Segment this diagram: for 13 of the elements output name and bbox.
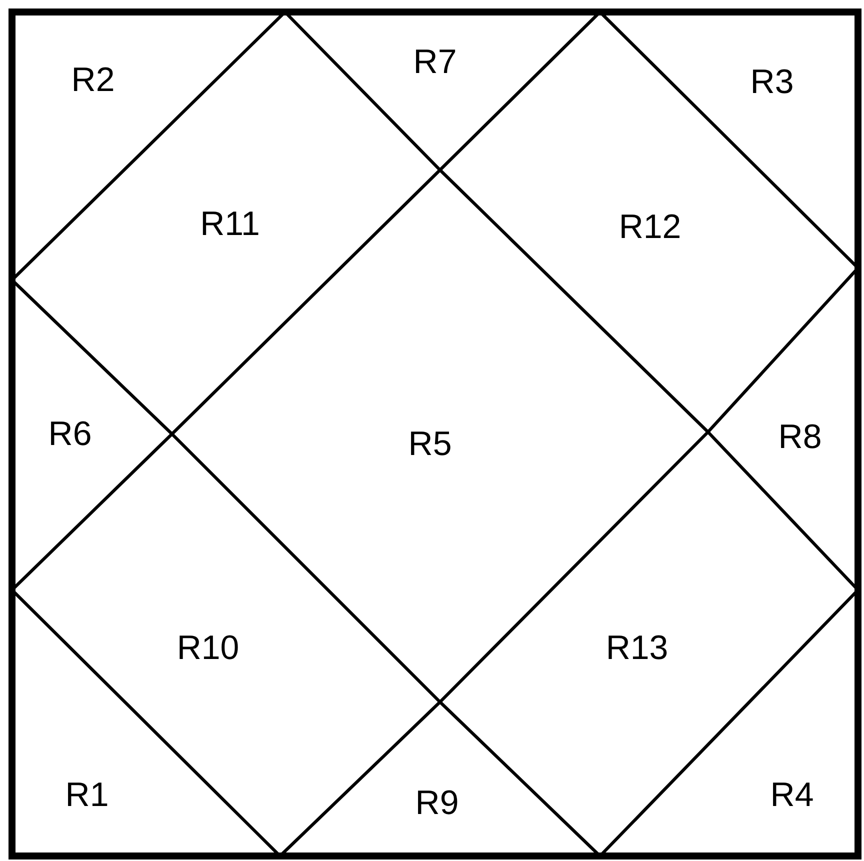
- region-label: R13: [606, 630, 668, 666]
- region-label: R6: [48, 416, 92, 452]
- region-label: R5: [408, 426, 452, 462]
- region-label: R12: [618, 209, 682, 245]
- region-label: R10: [176, 630, 240, 666]
- region-label: R2: [71, 62, 115, 98]
- region-label: R7: [413, 44, 457, 80]
- region-label: R9: [415, 785, 459, 821]
- region-label: R11: [200, 206, 260, 242]
- region-label: R8: [778, 419, 822, 455]
- region-label: R4: [770, 777, 814, 813]
- region-label: R3: [750, 64, 794, 100]
- region-label: R1: [65, 777, 109, 813]
